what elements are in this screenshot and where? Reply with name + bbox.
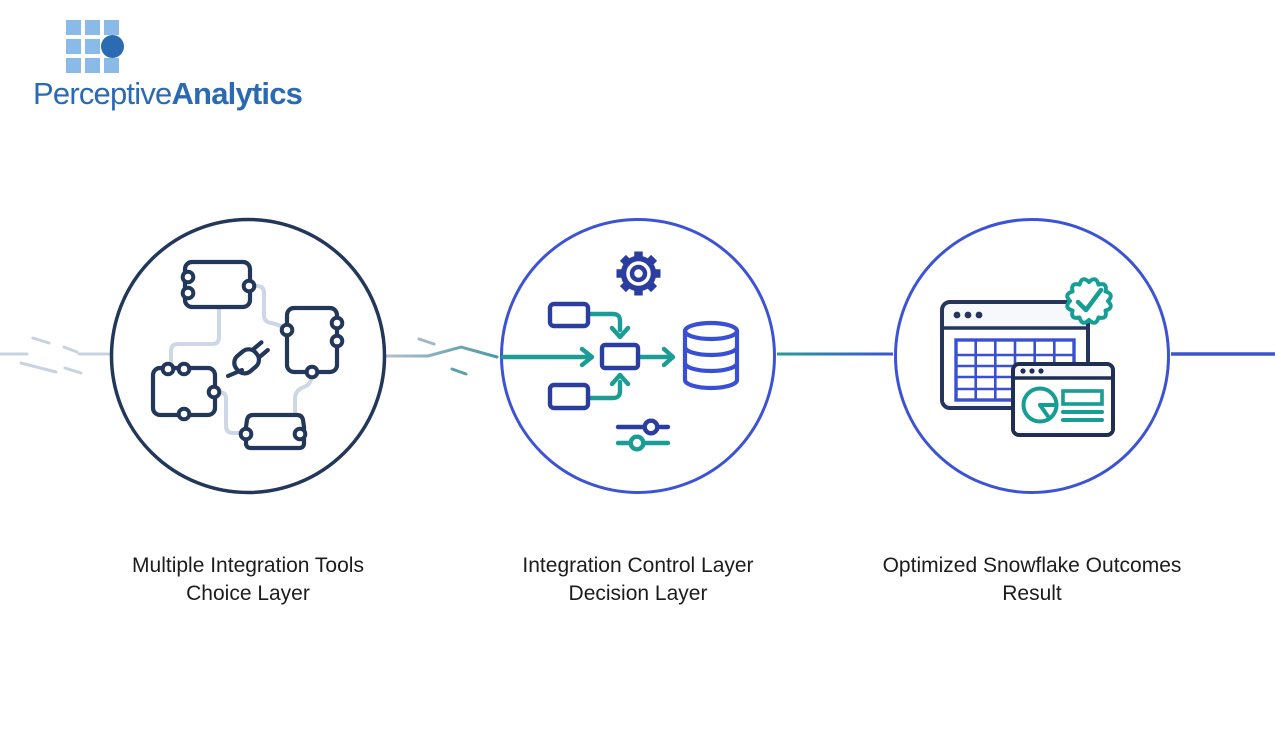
check-badge-icon — [1065, 277, 1113, 325]
database-icon — [682, 320, 740, 391]
window-dots — [1020, 368, 1044, 374]
node-label-result-layer: Optimized Snowflake Outcomes Result — [852, 552, 1212, 608]
checkmark-icon — [1075, 287, 1104, 313]
module-box — [284, 305, 340, 375]
module-box — [243, 412, 307, 451]
flow-arrows — [500, 311, 676, 401]
label-line-2: Decision Layer — [568, 582, 708, 605]
integration-tools-plug-icon — [109, 217, 387, 495]
window-dots — [953, 311, 983, 319]
spark-connector-1-2 — [383, 337, 499, 376]
plug-icon — [226, 340, 270, 378]
logo-square — [85, 20, 100, 35]
data-flow-pipeline-icon — [500, 218, 776, 494]
node-label-decision-layer: Integration Control Layer Decision Layer — [458, 552, 818, 608]
flow-box — [547, 301, 591, 329]
logo-square — [66, 39, 81, 54]
label-line-1: Integration Control Layer — [522, 554, 754, 577]
flow-boxes — [547, 301, 641, 411]
flow-box-center — [599, 342, 641, 371]
gear-icon — [616, 251, 661, 296]
dashboard-verified-icon — [894, 218, 1170, 494]
left-broken-connector — [0, 336, 112, 375]
logo-square — [104, 20, 119, 35]
logo-wordmark: PerceptiveAnalytics — [33, 76, 303, 111]
module-ports — [160, 269, 345, 442]
flow-box — [547, 382, 591, 411]
brand-logo: PerceptiveAnalytics — [0, 0, 340, 130]
report-text-lines — [1061, 389, 1104, 422]
label-line-2: Result — [1002, 582, 1062, 605]
label-line-2: Choice Layer — [186, 582, 310, 605]
node-label-choice-layer: Multiple Integration Tools Choice Layer — [68, 552, 428, 608]
module-box — [182, 259, 253, 310]
node-result-layer — [892, 216, 1172, 496]
report-window-icon — [1011, 362, 1115, 437]
label-line-1: Multiple Integration Tools — [132, 554, 364, 577]
node-choice-layer — [108, 216, 388, 496]
pie-chart-icon — [1021, 386, 1059, 424]
logo-dot — [101, 35, 124, 58]
brand-name-bold: Analytics — [171, 76, 303, 111]
logo-square — [85, 58, 100, 73]
logo-square — [104, 58, 119, 73]
node-decision-layer — [498, 216, 778, 496]
logo-square — [66, 58, 81, 73]
sliders-icon — [615, 418, 671, 452]
logo-square — [85, 39, 100, 54]
brand-name-regular: Perceptive — [33, 76, 172, 111]
label-line-1: Optimized Snowflake Outcomes — [882, 554, 1182, 577]
logo-square — [66, 20, 81, 35]
